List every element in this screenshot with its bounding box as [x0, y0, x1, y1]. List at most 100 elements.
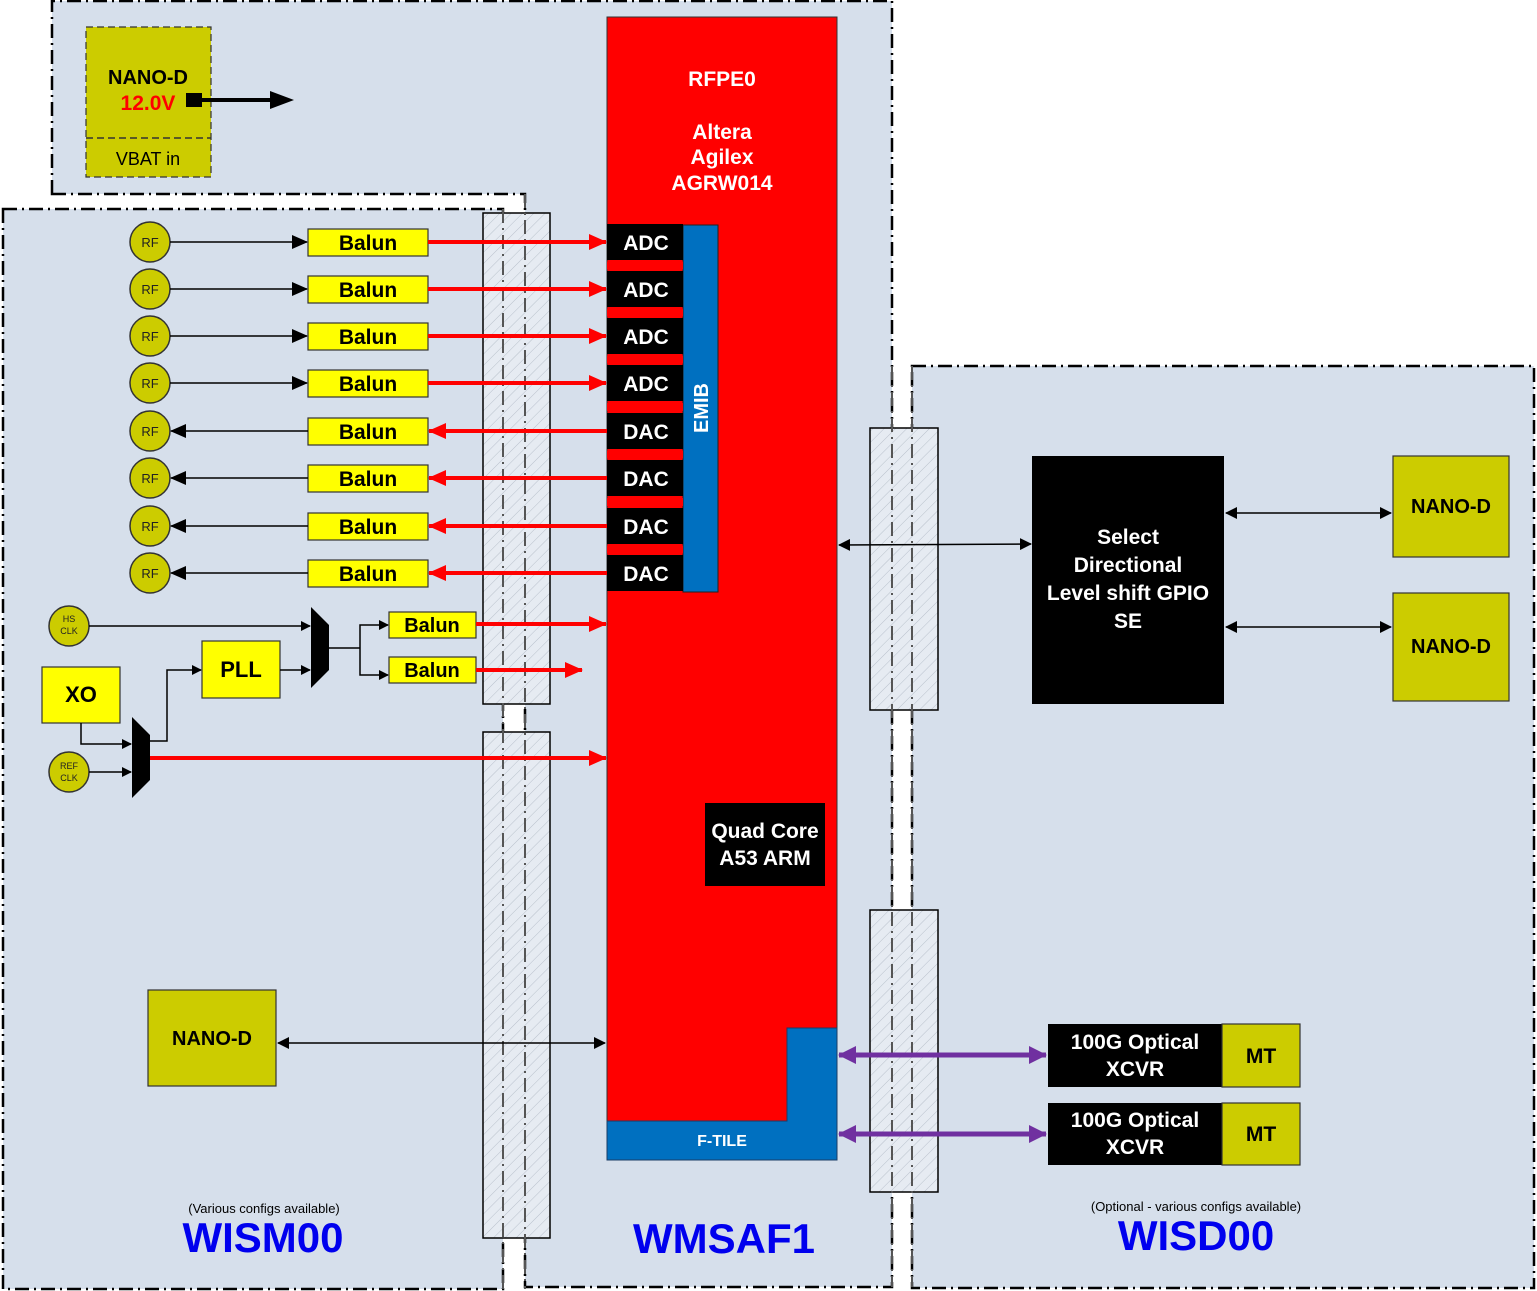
rf-port-label: RF: [141, 566, 158, 581]
rf-port-label: RF: [141, 424, 158, 439]
optical-xcvr-2: 100G Optical XCVR MT: [1048, 1102, 1301, 1166]
wism-nano-d-connector: NANO-D: [147, 989, 277, 1087]
hs-clk-label-2: CLK: [60, 626, 78, 636]
emib-block: EMIB: [682, 224, 719, 593]
fpga-vendor: Altera: [692, 121, 752, 144]
converter-adc: [607, 224, 683, 260]
balun-label: Balun: [339, 468, 397, 491]
xo-label: XO: [65, 682, 97, 707]
rf-port-label: RF: [141, 329, 158, 344]
wisd-title: WISD00: [1118, 1212, 1274, 1259]
power-pin-icon: [186, 93, 202, 107]
clock-balun-1: Balun: [388, 611, 477, 639]
converter-adc: [607, 365, 683, 401]
fpga-name: RFPE0: [688, 68, 756, 91]
balun: [307, 369, 429, 398]
balun: [307, 228, 429, 257]
wism-title: WISM00: [182, 1214, 343, 1261]
wism-nano-d-label: NANO-D: [172, 1028, 252, 1050]
optical-2-line-1: 100G Optical: [1071, 1109, 1199, 1132]
balun-label: Balun: [339, 232, 397, 255]
power-sub-label: VBAT in: [116, 149, 180, 169]
pll-block: PLL: [201, 640, 281, 699]
balun-label: Balun: [339, 373, 397, 396]
converter-label: DAC: [623, 468, 669, 491]
converter-separator: [607, 450, 683, 459]
pll-label: PLL: [220, 657, 262, 682]
cpu-line-1: Quad Core: [711, 820, 818, 843]
ftile-block: F-TILE: [606, 1027, 838, 1161]
converter-label: ADC: [623, 279, 669, 302]
converter-dac: [607, 508, 683, 544]
rf-port-label: RF: [141, 376, 158, 391]
gpio-line-2: Directional: [1074, 554, 1183, 577]
rf-channel: RF Balun: [129, 505, 607, 547]
power-connector-label: NANO-D: [108, 67, 188, 89]
converter-dac: [607, 413, 683, 449]
balun-label: Balun: [339, 421, 397, 444]
converter-adc: [607, 271, 683, 307]
gpio-line-3: Level shift GPIO: [1047, 582, 1209, 605]
converter-separator: [607, 403, 683, 411]
cpu-block: Quad Core A53 ARM: [705, 803, 825, 886]
emib-label: EMIB: [691, 383, 713, 433]
converter-label: ADC: [623, 326, 669, 349]
power-arrow-head-icon: [270, 91, 294, 109]
connector-wism-wmsaf-upper: [482, 212, 551, 705]
gpio-line-1: Select: [1097, 526, 1159, 549]
wisd-nano-d-connector-2: NANO-D: [1392, 592, 1510, 702]
balun-label: Balun: [339, 326, 397, 349]
gpio-level-shift-block: Select Directional Level shift GPIO SE: [1032, 456, 1224, 704]
rf-channel: RF Balun: [129, 221, 607, 263]
clock-mux-icon: [311, 607, 329, 688]
ref-clk-label-1: REF: [60, 761, 79, 771]
converter-separator: [607, 498, 683, 506]
power-voltage: 12.0V: [121, 92, 176, 115]
rf-channel: RF Balun: [129, 362, 607, 404]
connector-wmsaf-wisd-upper: [869, 427, 939, 711]
balun-label: Balun: [339, 563, 397, 586]
wism-note: (Various configs available): [188, 1201, 340, 1216]
rf-port-label: RF: [141, 235, 158, 250]
balun-label: Balun: [339, 279, 397, 302]
ref-clk-label-2: CLK: [60, 773, 78, 783]
rf-channel: RF Balun: [129, 315, 607, 357]
rf-port-label: RF: [141, 471, 158, 486]
wisd-note: (Optional - various configs available): [1091, 1199, 1301, 1214]
converter-label: DAC: [623, 421, 669, 444]
connector-wism-wmsaf-lower: [482, 731, 551, 1239]
converter-separator: [607, 261, 683, 270]
ref-clk-port: REF CLK: [48, 751, 90, 793]
optical-2-line-2: XCVR: [1106, 1136, 1164, 1159]
power-nano-d-connector: NANO-D 12.0V VBAT in: [85, 26, 212, 178]
wmsaf-title: WMSAF1: [633, 1215, 815, 1262]
fpga-gpio-link: [838, 538, 1032, 551]
converter-adc: [607, 318, 683, 354]
balun: [307, 322, 429, 351]
rf-port-label: RF: [141, 282, 158, 297]
gpio-line-4: SE: [1114, 610, 1142, 633]
clock-balun-2: Balun: [388, 656, 477, 684]
balun-label: Balun: [339, 516, 397, 539]
rf-port-label: RF: [141, 519, 158, 534]
converter-separator: [607, 308, 683, 317]
optical-1-connector: MT: [1246, 1045, 1276, 1068]
clock-balun-2-label: Balun: [404, 660, 460, 682]
clock-balun-1-label: Balun: [404, 615, 460, 637]
converter-label: ADC: [623, 373, 669, 396]
wisd-nano-d-1-label: NANO-D: [1411, 496, 1491, 518]
connector-wmsaf-wisd-lower: [869, 909, 939, 1193]
converter-label: DAC: [623, 563, 669, 586]
rf-channel: RF Balun: [129, 457, 607, 499]
optical-2-connector: MT: [1246, 1123, 1276, 1146]
rf-channel: RF Balun: [129, 268, 607, 310]
rf-channel: RF Balun: [129, 410, 607, 452]
converter-label: DAC: [623, 516, 669, 539]
fpga-part: AGRW014: [671, 172, 772, 195]
converter-dac: [607, 460, 683, 496]
cpu-line-2: A53 ARM: [719, 847, 810, 870]
optical-1-line-2: XCVR: [1106, 1058, 1164, 1081]
